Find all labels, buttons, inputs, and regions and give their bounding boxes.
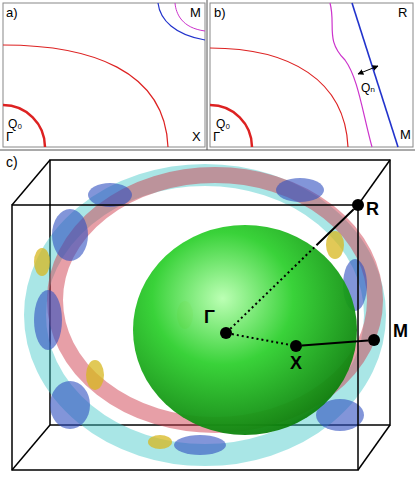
k-path [230,209,353,329]
k-point: R [352,199,364,211]
fermi-pocket [88,183,132,207]
fermi-contour [352,3,398,147]
fermi-sphere [133,225,357,435]
k-point-label: Γ [204,308,215,328]
fermi-pocket [34,248,50,276]
fermi-pocket [52,209,88,261]
k-path [232,334,290,345]
fermi-contour [330,3,372,147]
k-point-label: R [366,200,379,220]
fermi-pocket [50,381,90,429]
fermi-contour [3,105,45,147]
fermi-contour [210,105,252,147]
axis-label: Qₙ [360,82,376,95]
k-point-label: M [393,322,408,342]
k-point: Γ [220,327,232,339]
cube-edge [358,425,390,470]
k-point-label: X [290,354,302,374]
cube-edge [12,160,50,205]
fermi-contour [3,45,168,147]
fermi-pocket [276,178,324,202]
fermi-pocket [148,435,172,449]
axis-label: c) [6,155,18,170]
axis-label: a) [6,6,18,20]
separator [207,0,208,150]
axis-label: Γ [6,130,13,144]
axis-label: b) [214,6,226,20]
fermi-sheet [35,175,375,455]
cube-edge [12,425,50,470]
axis-label: Γ [213,130,220,144]
fermi-pockets [34,178,367,455]
axis-label: R [398,6,407,20]
fermi-contour [210,48,348,147]
fermi-pocket [326,231,344,259]
panel-frame [3,3,205,147]
cube-edge [358,160,390,205]
k-path [302,340,368,345]
panel-frame [210,3,413,147]
k-point: M [368,334,380,346]
fermi-contour [175,3,205,31]
nesting-arrow [358,66,378,74]
fermi-pocket [174,435,226,455]
axis-label: M [400,128,411,142]
axis-label: X [192,130,201,144]
axis-label: M [190,6,201,20]
fermi-contour [158,3,205,40]
k-point: X [290,340,302,352]
cube-front-face [12,205,358,470]
fermi-pocket [34,290,62,350]
brillouin-cube [12,160,390,470]
fermi-pocket [86,360,104,390]
